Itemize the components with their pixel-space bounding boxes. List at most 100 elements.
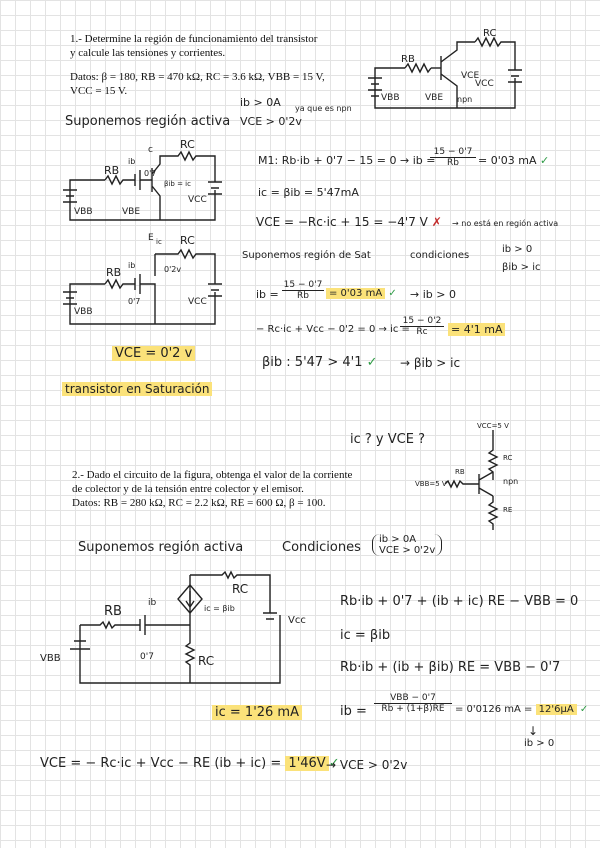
- p1-sat-ib-conclusion: → ib > 0: [410, 288, 456, 301]
- p1-sat-ic-den: Rc: [416, 327, 428, 337]
- problem2-circuit: VCC=5 V VBB=5 V RB RC RE npn: [415, 422, 518, 530]
- p1-cond-note: ya que es npn: [295, 104, 352, 113]
- p2-ib-hl: 12'6μA: [535, 704, 577, 715]
- p1-sat-ib-result-value: = 0'03 mA: [326, 288, 386, 299]
- p2-rc-label: RC: [503, 454, 513, 462]
- p2-ib-lhs: ib =: [340, 704, 367, 719]
- p2-eq2: ic = βib: [340, 628, 391, 643]
- problem2-statement-line1: 2.- Dado el circuito de la figura, obten…: [72, 469, 353, 481]
- p2-eq1: Rb·ib + 0'7 + (ib + ic) RE − VBB = 0: [340, 594, 579, 609]
- check-icon: ✓: [328, 756, 340, 771]
- check-icon: ✓: [579, 704, 589, 715]
- h2-e: E: [148, 233, 154, 243]
- problem2-statement-line2: de colector y de la tensión entre colect…: [72, 483, 304, 495]
- p1-conclusion: transistor en Saturación: [62, 382, 213, 396]
- p1-mesh-eq: M1: Rb·ib + 0'7 − 15 = 0 → ib =: [258, 154, 436, 167]
- p2-vce-hl: 1'46V: [285, 756, 329, 771]
- problem1-statement-line2: y calcule las tensiones y corrientes.: [70, 47, 226, 59]
- h1-vcc: VCC: [188, 195, 207, 205]
- h2-02: 0'2v: [164, 265, 181, 274]
- p1-vbe-label: VBE: [425, 93, 443, 103]
- p2-ic-result-value: ic = 1'26 mA: [212, 705, 302, 720]
- problem2-statement: 2.- Dado el circuito de la figura, obten…: [72, 468, 402, 510]
- p1-hand-circuit-active: RB RC ib c 0'7 βib = ic VBB VBE VCC: [63, 138, 222, 221]
- p1-sat-ic-result: = 4'1 mA: [448, 323, 506, 336]
- h2-ic: ic: [156, 238, 162, 246]
- p1-sat-ib-num: 15 − 0'7: [282, 280, 324, 291]
- p2-ic-result: ic = 1'26 mA: [212, 705, 302, 720]
- p1-ic-eq: ic = βib = 5'47mA: [258, 186, 359, 199]
- p1-mesh-frac-den: Rb: [447, 158, 459, 168]
- p2-vbb-label: VBB=5 V: [415, 480, 447, 488]
- p1-rb-label: RB: [401, 54, 415, 65]
- p1-sat-cond-2: βib > ic: [502, 262, 541, 273]
- h1-rb: RB: [104, 164, 119, 177]
- p2-vce-eq-value: VCE = − Rc·ic + Vcc − RE (ib + ic) =: [40, 756, 282, 771]
- p1-assume-sat: Suponemos región de Sat: [242, 250, 371, 261]
- p2-ib-result: = 0'0126 mA = 12'6μA ✓: [455, 704, 588, 715]
- h1-07: 0'7: [144, 169, 156, 178]
- p1-vce-sat: VCE = 0'2 v: [112, 346, 196, 361]
- p1-beta-conclusion: → βib > ic: [400, 356, 461, 370]
- h3-vcc: Vcc: [288, 615, 306, 626]
- h3-vbb: VBB: [40, 653, 61, 664]
- problem2-statement-line3: Datos: RB = 280 kΩ, RC = 2.2 kΩ, RE = 60…: [72, 497, 326, 509]
- p2-ib-num: VBB − 0'7: [374, 693, 452, 704]
- p1-vce-note: → no está en región activa: [452, 219, 559, 228]
- check-icon: ✓: [388, 288, 397, 299]
- arrow-down-icon: ↓: [528, 724, 539, 738]
- p2-rb-label: RB: [455, 468, 465, 476]
- p1-vce-eq-value: VCE = −Rc·ic + 15 = −4'7 V: [256, 215, 428, 229]
- h3-re: RC: [198, 654, 214, 668]
- p1-sat-ic-result-value: = 4'1 mA: [448, 323, 506, 336]
- cross-icon: ✗: [431, 215, 442, 229]
- p2-ib-result-value: = 0'0126 mA =: [455, 704, 533, 715]
- h3-ic: ic = βib: [204, 604, 235, 613]
- p1-sat-ic-num: 15 − 0'2: [400, 316, 444, 327]
- p2-cond-2: VCE > 0'2v: [379, 545, 436, 556]
- p1-sat-conditions-label: condiciones: [410, 250, 470, 261]
- problem1-data-line1: Datos: β = 180, RB = 470 kΩ, RC = 3.6 kΩ…: [70, 71, 325, 83]
- h2-vbb: VBB: [74, 307, 93, 317]
- h1-ib: ib: [128, 157, 135, 166]
- h3-ib: ib: [148, 598, 157, 608]
- p1-npn-label: npn: [457, 95, 472, 104]
- p2-cond-1: ib > 0A: [379, 534, 417, 545]
- p1-cond-vce: VCE > 0'2v: [240, 115, 302, 128]
- h1-vbb: VBB: [74, 207, 93, 217]
- p1-vcc-label: VCC: [475, 79, 494, 89]
- p1-sat-ib-den: Rb: [297, 291, 309, 301]
- p2-conditions: ib > 0A VCE > 0'2v: [372, 534, 443, 556]
- p1-sat-ib-lhs: ib =: [256, 288, 279, 301]
- p2-vce-eq: VCE = − Rc·ic + Vcc − RE (ib + ic) = 1'4…: [40, 756, 340, 771]
- problem1-data-line2: VCC = 15 V.: [70, 85, 128, 97]
- p1-mesh-frac: 15 − 0'7 Rb: [430, 147, 476, 168]
- p1-mesh-result-value: = 0'03 mA: [478, 154, 537, 167]
- problem1-circuit: RB RC VBB VBE VCE VCC npn: [368, 28, 522, 109]
- h1-c: c: [148, 145, 153, 155]
- h1-vbe: VBE: [122, 207, 140, 217]
- p1-sat-ic-frac: 15 − 0'2 Rc: [400, 316, 444, 337]
- p1-sat-ic-lhs: − Rc·ic + Vcc − 0'2 = 0 → ic =: [256, 324, 410, 335]
- p1-mesh-frac-num: 15 − 0'7: [430, 147, 476, 158]
- p2-vcc-label: VCC=5 V: [477, 422, 509, 430]
- p1-mesh-result: = 0'03 mA ✓: [478, 154, 549, 167]
- p2-conditions-label: Condiciones: [282, 540, 361, 555]
- p1-vce-eq: VCE = −Rc·ic + 15 = −4'7 V ✗: [256, 215, 442, 229]
- h1-rc: RC: [180, 138, 195, 151]
- p1-vce-label: VCE: [461, 71, 479, 81]
- h2-rc: RC: [180, 234, 195, 247]
- p2-question: ic ? y VCE ?: [350, 432, 425, 447]
- p1-beta-check-value: βib : 5'47 > 4'1: [262, 355, 363, 370]
- h3-rc: RC: [232, 582, 248, 596]
- p1-vce-sat-value: VCE = 0'2 v: [112, 346, 196, 361]
- problem1-statement-line1: 1.- Determine la región de funcionamient…: [70, 33, 318, 45]
- h2-rb: RB: [106, 266, 121, 279]
- p1-sat-cond-1: ib > 0: [502, 244, 533, 255]
- h2-07: 0'7: [128, 297, 140, 306]
- p1-vbb-label: VBB: [381, 93, 400, 103]
- check-icon: ✓: [366, 355, 378, 370]
- p1-cond-ib: ib > 0A: [240, 96, 281, 109]
- p1-conclusion-text: transistor en Saturación: [62, 382, 213, 396]
- p1-hand-circuit-sat: E ic RC 0'2v RB ib 0'7 VBB VCC: [63, 233, 222, 325]
